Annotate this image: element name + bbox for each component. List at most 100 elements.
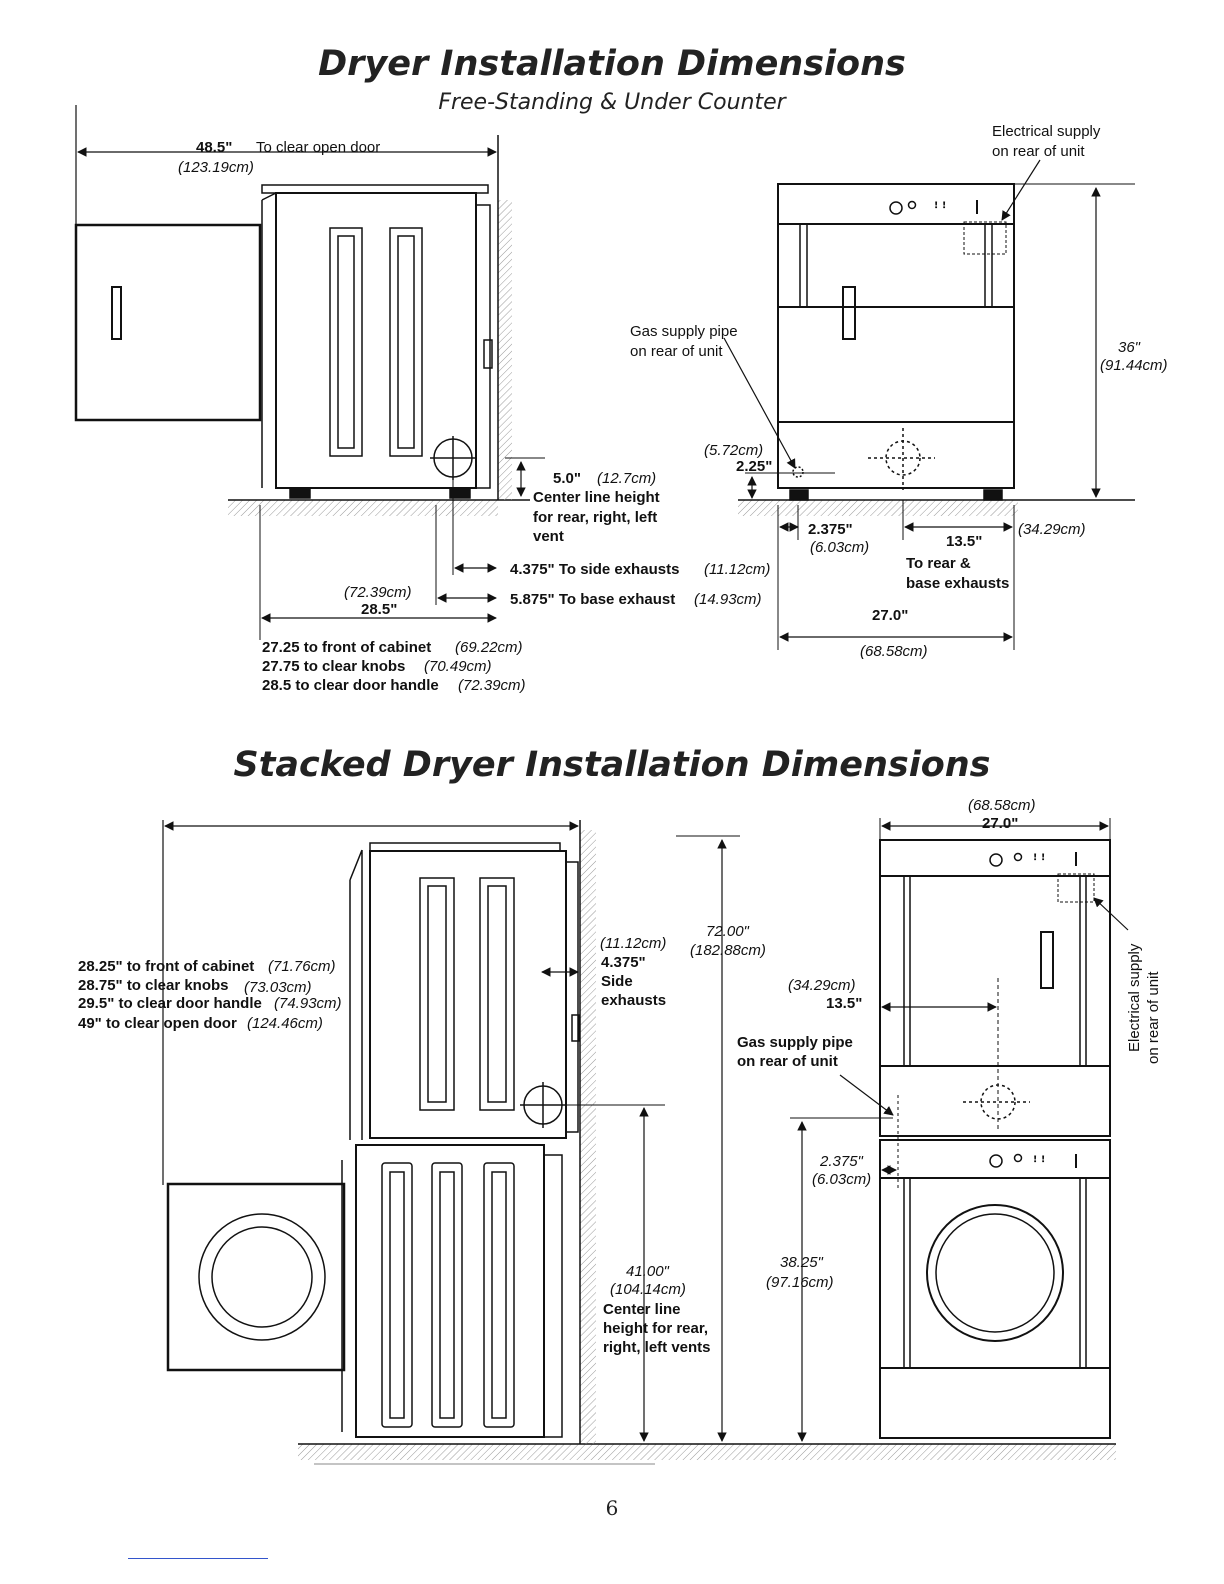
side-text-2: exhausts xyxy=(601,992,666,1009)
stacked-title: Stacked Dryer Installation Dimensions xyxy=(233,745,991,785)
sf-gas-h-cm: (97.16cm) xyxy=(766,1274,834,1291)
st-note-2: 28.75" to clear knobs xyxy=(78,977,229,994)
height-in: 36" xyxy=(1118,339,1141,356)
gas-h-in: 2.25" xyxy=(736,458,772,475)
rear-cm: (34.29cm) xyxy=(1018,521,1086,538)
sf-gas-2: on rear of unit xyxy=(737,1053,838,1070)
panel-left xyxy=(329,227,363,457)
st-note-1: 28.25" to front of cabinet xyxy=(78,958,254,975)
svg-text:ꜝ ꜝ: ꜝ ꜝ xyxy=(934,201,946,217)
knob-2 xyxy=(907,200,917,210)
cabinet-front xyxy=(261,192,277,488)
svg-text:ꜝ ꜝ: ꜝ ꜝ xyxy=(1033,853,1045,869)
rear-knob xyxy=(483,339,493,369)
vent-cm: (104.14cm) xyxy=(610,1281,686,1298)
sf-gas-h-in: 38.25" xyxy=(780,1254,824,1271)
vent-note-3: vent xyxy=(533,528,564,545)
vent-in: 41.00" xyxy=(626,1263,670,1280)
freestanding-front-view: ꜝ ꜝ xyxy=(723,159,1135,650)
sf-width-cm: (68.58cm) xyxy=(968,797,1036,814)
foot-front xyxy=(289,487,311,499)
st-note-3: 29.5" to clear door handle xyxy=(78,995,262,1012)
depth-cm: (72.39cm) xyxy=(344,584,412,601)
freestanding-side-view xyxy=(74,105,545,640)
cabinet-back xyxy=(475,204,491,489)
rear-note-2: base exhausts xyxy=(906,575,1009,592)
sf-rear-in: 13.5" xyxy=(826,995,862,1012)
foot-left xyxy=(789,489,809,501)
side-exhaust-label: 4.375" To side exhausts xyxy=(510,561,679,578)
elec-label-1: Electrical supply xyxy=(992,123,1101,140)
vent-note-3: right, left vents xyxy=(603,1339,711,1356)
st-note-1-cm: (71.76cm) xyxy=(268,958,336,975)
rear-note-1: To rear & xyxy=(906,555,971,572)
foot-rear xyxy=(449,487,471,499)
total-in: 72.00" xyxy=(706,923,750,940)
depth-in: 28.5" xyxy=(361,601,397,618)
st-note-4-cm: (124.46cm) xyxy=(247,1015,323,1032)
vent-note-1: Center line xyxy=(603,1301,681,1318)
base-exhaust-cm: (14.93cm) xyxy=(694,591,762,608)
upper-body xyxy=(777,223,1015,308)
panel-right-inner xyxy=(397,235,415,449)
floor-hatch xyxy=(228,500,498,516)
vent-note-2: for rear, right, left xyxy=(533,509,657,526)
fs-note-3: 28.5 to clear door handle xyxy=(262,677,439,694)
washer-body xyxy=(355,1144,545,1438)
rear-in: 13.5" xyxy=(946,533,982,550)
vent-note-1: Center line height xyxy=(533,489,660,506)
fs-note-3-cm: (72.39cm) xyxy=(458,677,526,694)
elec-label-2: on rear of unit xyxy=(992,143,1085,160)
vent-height-in: 5.0" xyxy=(553,470,581,487)
width-in: 27.0" xyxy=(872,607,908,624)
side-cm: (11.12cm) xyxy=(600,935,666,952)
gas-side-cm: (6.03cm) xyxy=(810,539,869,556)
sf-gas-1: Gas supply pipe xyxy=(737,1034,853,1051)
gas-leader xyxy=(723,337,796,469)
cabinet-top xyxy=(261,184,489,194)
vent-note-2: height for rear, xyxy=(603,1320,708,1337)
sf-elec-2: on rear of unit xyxy=(1145,971,1162,1064)
vent-height-cm: (12.7cm) xyxy=(597,470,656,487)
fs-note-2: 27.75 to clear knobs xyxy=(262,658,405,675)
side-text-1: Side xyxy=(601,973,633,990)
page-number: 6 xyxy=(605,1496,619,1520)
control-panel xyxy=(777,183,1015,225)
footer-rule xyxy=(128,1558,268,1559)
fs-note-1-cm: (69.22cm) xyxy=(455,639,523,656)
base xyxy=(777,421,1015,489)
side-exhaust-cm: (11.12cm) xyxy=(704,561,770,578)
elec-box xyxy=(963,221,1007,255)
stacked-front-view: ꜝ ꜝ ꜝ ꜝ xyxy=(790,818,1129,1442)
dryer-body xyxy=(369,850,567,1139)
fs-note-2-cm: (70.49cm) xyxy=(424,658,492,675)
gas-side-in: 2.375" xyxy=(808,521,853,538)
st-note-2-cm: (73.03cm) xyxy=(244,979,312,996)
st-note-4: 49" to clear open door xyxy=(78,1015,237,1032)
sf-width-in: 27.0" xyxy=(982,815,1018,832)
washer-door xyxy=(166,1182,346,1372)
elec-leader xyxy=(1001,159,1041,221)
width-cm: (68.58cm) xyxy=(860,643,928,660)
sf-gas-side-cm: (6.03cm) xyxy=(812,1171,871,1188)
gas-label-1: Gas supply pipe xyxy=(630,323,738,340)
st-note-3-cm: (74.93cm) xyxy=(274,995,342,1012)
fs-note-1: 27.25 to front of cabinet xyxy=(262,639,431,656)
gas-h-cm: (5.72cm) xyxy=(704,442,763,459)
sf-elec-1: Electrical supply xyxy=(1126,943,1143,1052)
door-handle xyxy=(842,286,856,340)
wall-hatch xyxy=(498,200,512,500)
page-subtitle: Free-Standing & Under Counter xyxy=(438,90,786,115)
page-title: Dryer Installation Dimensions xyxy=(318,44,906,84)
panel-right xyxy=(389,227,423,457)
open-door-in: 48.5" xyxy=(196,139,232,156)
open-door-text: To clear open door xyxy=(256,139,380,156)
sf-rear-cm: (34.29cm) xyxy=(788,977,856,994)
panel-left-inner xyxy=(337,235,355,449)
gas-label-2: on rear of unit xyxy=(630,343,723,360)
height-cm: (91.44cm) xyxy=(1100,357,1168,374)
open-door-cm: (123.19cm) xyxy=(178,159,254,176)
open-door xyxy=(74,223,262,422)
washer-window-outer xyxy=(198,1213,326,1341)
